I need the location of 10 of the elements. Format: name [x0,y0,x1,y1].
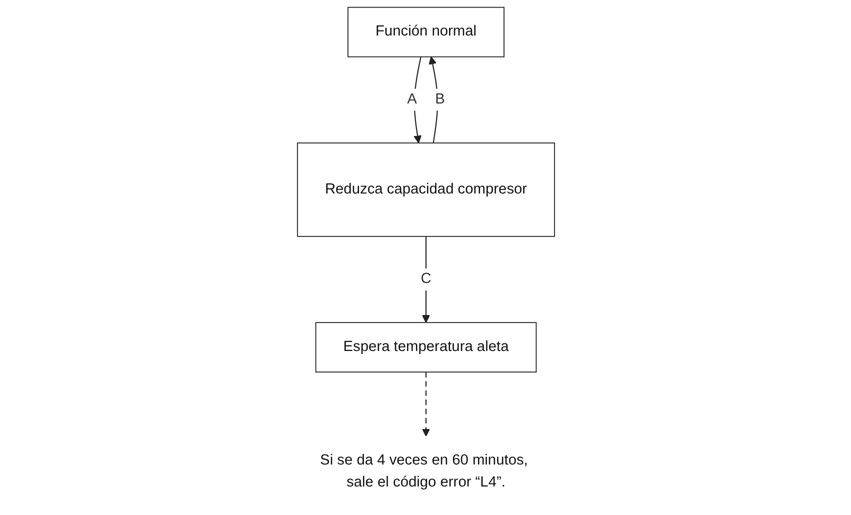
node-box: Función normal [347,6,504,58]
arrow [421,236,430,323]
arrow [413,56,422,144]
edge-label: B [434,91,444,108]
arrow [421,372,430,437]
node-box: Reduzca capacidad compresor [296,142,554,237]
edge-label: A [406,91,416,108]
node-text: Si se da 4 veces en 60 minutos, sale el código error “L4”. [320,452,528,490]
node-box: Espera temperatura aleta [314,322,536,372]
edge-label: C [420,271,431,287]
